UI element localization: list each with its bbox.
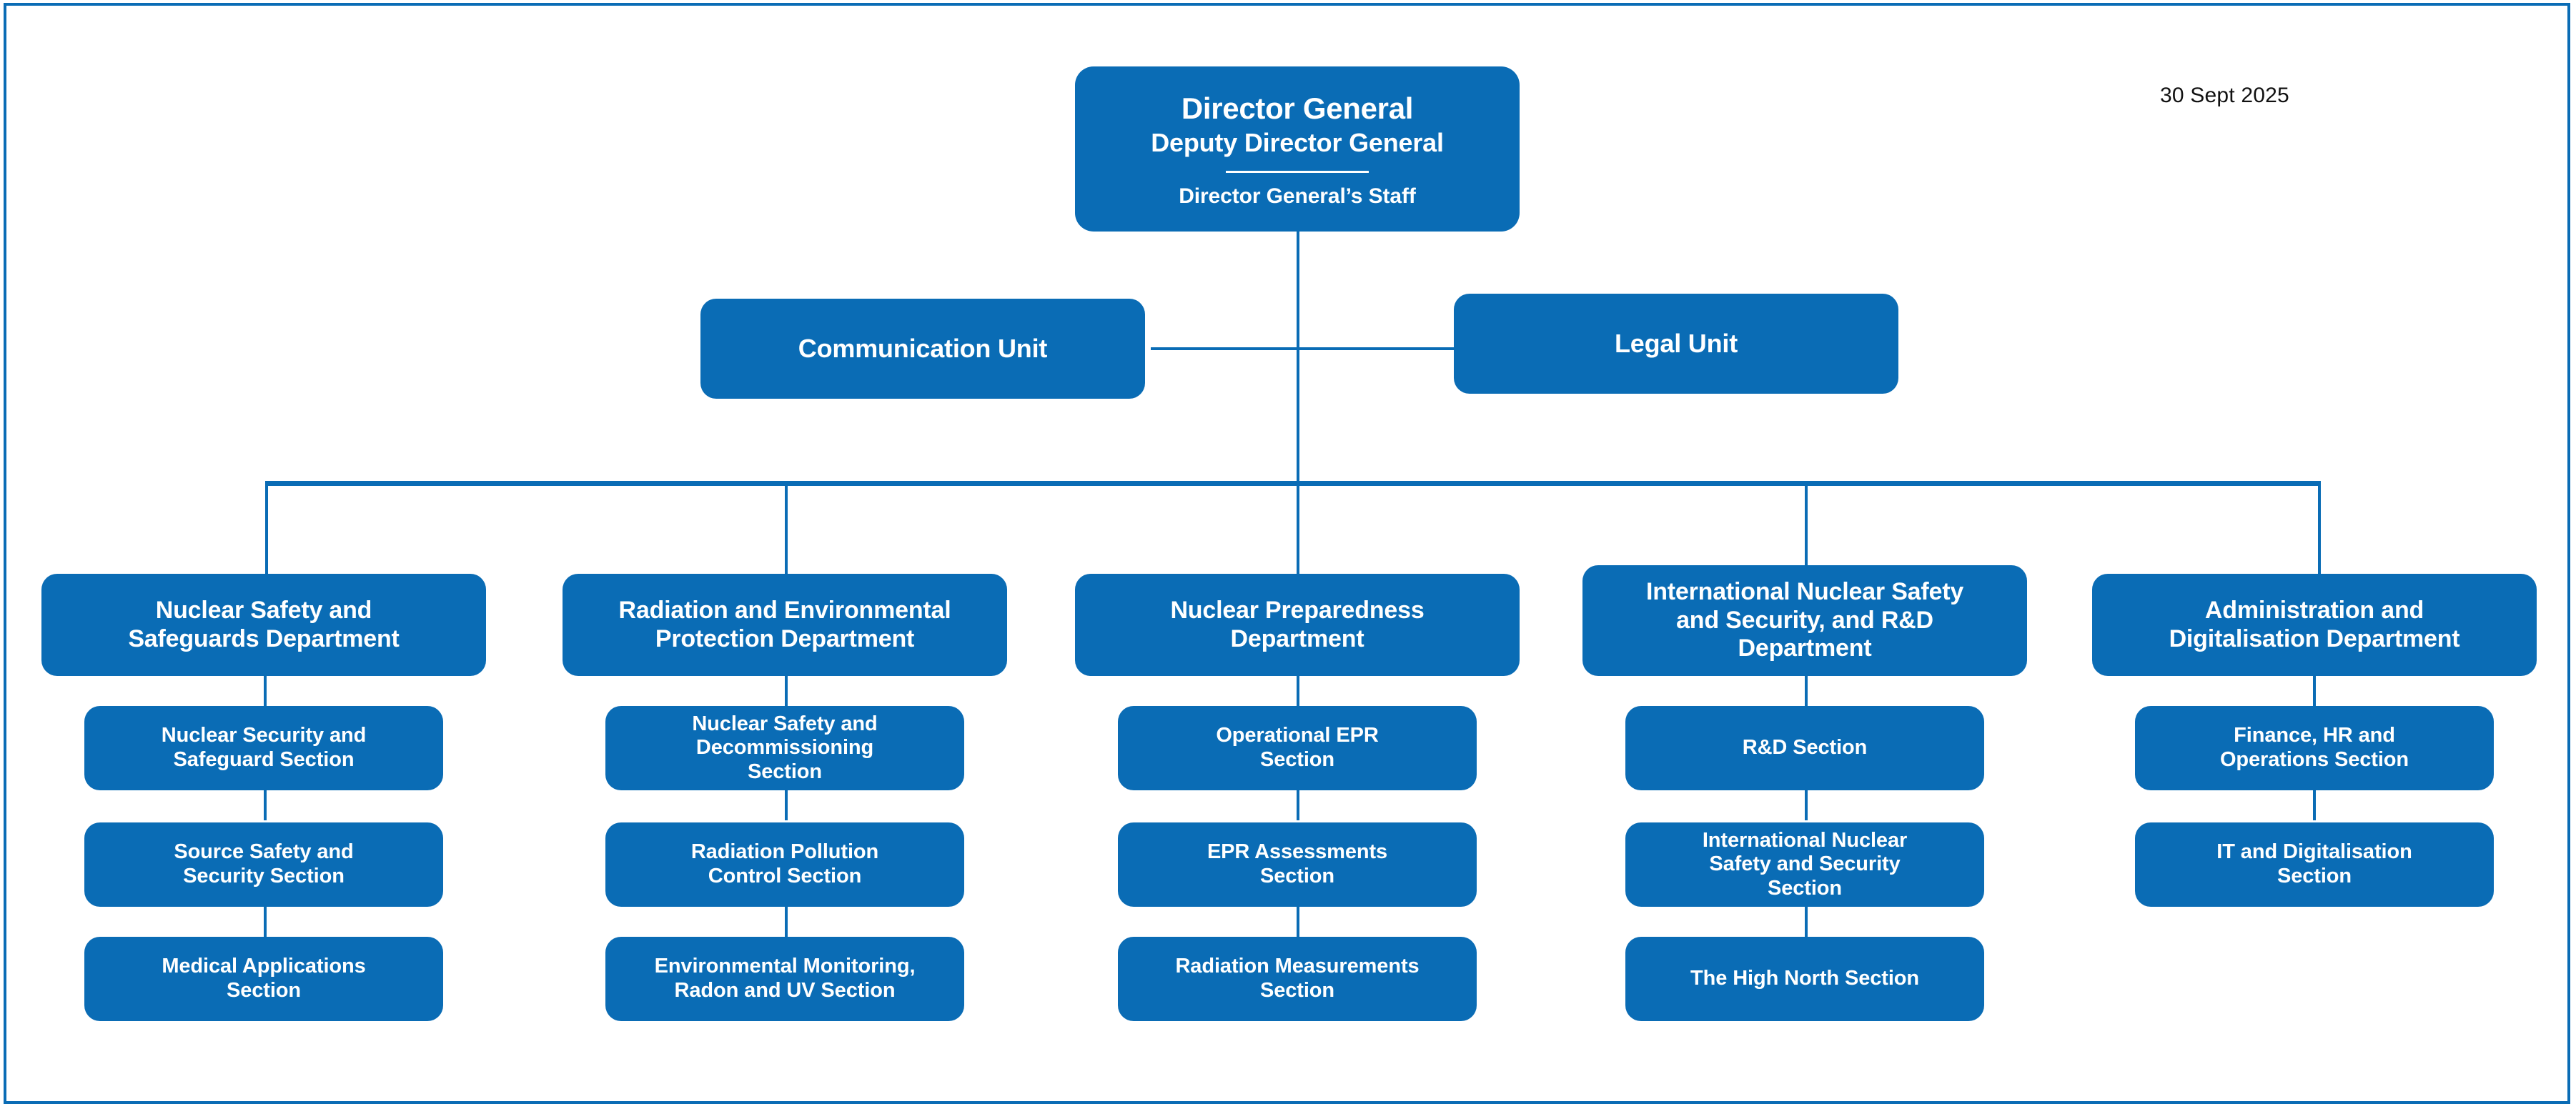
node-department-nuclear-preparedness[interactable]: Nuclear Preparedness Department: [1075, 574, 1520, 676]
node-section-radiation-measurements[interactable]: Radiation Measurements Section: [1118, 937, 1477, 1021]
section-name-line: Nuclear Security and: [161, 724, 367, 747]
node-department-nuclear-safety-safeguards[interactable]: Nuclear Safety and Safeguards Department: [41, 574, 486, 676]
section-name-line: Nuclear Safety and: [692, 712, 878, 735]
dept-name-line: Safeguards Department: [128, 625, 400, 652]
section-name-line: Control Section: [708, 865, 862, 887]
node-department-administration-digitalisation[interactable]: Administration and Digitalisation Depart…: [2092, 574, 2537, 676]
section-name-line: Radiation Measurements: [1175, 955, 1420, 978]
connector-dept1-sec3: [264, 907, 267, 937]
dept-name-line: and Security, and R&D: [1676, 606, 1933, 634]
node-section-operational-epr[interactable]: Operational EPR Section: [1118, 706, 1477, 790]
section-name-line: Environmental Monitoring,: [654, 955, 916, 978]
node-director-generals-staff: Director General’s Staff: [1179, 184, 1416, 208]
dept-name-line: Digitalisation Department: [2169, 625, 2460, 652]
connector-dept4-sec3: [1805, 907, 1808, 937]
section-name-line: The High North Section: [1690, 967, 1919, 990]
section-name-line: Section: [747, 760, 823, 783]
connector-dept-drop-1: [265, 481, 268, 575]
connector-dept2-sec3: [785, 907, 788, 937]
node-communication-unit-label: Communication Unit: [798, 334, 1048, 364]
dept-name-line: Nuclear Safety and: [155, 597, 372, 625]
node-section-rd[interactable]: R&D Section: [1625, 706, 1984, 790]
section-name-line: Section: [1767, 876, 1843, 900]
dept-name-line: Protection Department: [655, 625, 915, 652]
connector-units-horizontal: [1151, 347, 1454, 350]
section-name-line: IT and Digitalisation: [2216, 840, 2412, 864]
section-name-line: Section: [1259, 748, 1335, 771]
section-name-line: Medical Applications: [162, 955, 366, 978]
node-section-finance-hr-operations[interactable]: Finance, HR and Operations Section: [2135, 706, 2494, 790]
node-section-environmental-monitoring-radon-uv[interactable]: Environmental Monitoring, Radon and UV S…: [605, 937, 964, 1021]
connector-dept-drop-4: [1805, 481, 1808, 575]
section-name-line: Security Section: [183, 865, 345, 887]
dept-name-line: Department: [1738, 635, 1872, 662]
section-name-line: Radon and UV Section: [674, 979, 896, 1002]
section-name-line: Source Safety and: [174, 840, 354, 864]
section-name-line: Radiation Pollution: [690, 840, 879, 864]
dept-name-line: International Nuclear Safety: [1645, 578, 1964, 606]
node-director-general-title: Director General: [1181, 91, 1414, 126]
connector-dept1-sec1: [264, 676, 267, 706]
node-section-the-high-north[interactable]: The High North Section: [1625, 937, 1984, 1021]
node-legal-unit[interactable]: Legal Unit: [1454, 294, 1898, 394]
section-name-line: EPR Assessments: [1207, 840, 1388, 864]
section-name-line: International Nuclear: [1702, 828, 1908, 852]
section-name-line: Finance, HR and: [2234, 724, 2395, 747]
node-department-radiation-environmental-protection[interactable]: Radiation and Environmental Protection D…: [563, 574, 1007, 676]
node-communication-unit[interactable]: Communication Unit: [700, 299, 1145, 399]
node-section-radiation-pollution-control[interactable]: Radiation Pollution Control Section: [605, 822, 964, 907]
connector-dept2-sec2: [785, 790, 788, 820]
connector-dept-drop-5: [2318, 481, 2321, 575]
node-legal-unit-label: Legal Unit: [1614, 329, 1738, 359]
connector-dept3-sec2: [1297, 790, 1299, 820]
node-section-medical-applications[interactable]: Medical Applications Section: [84, 937, 443, 1021]
section-name-line: Section: [226, 979, 302, 1002]
node-section-nuclear-safety-decommissioning[interactable]: Nuclear Safety and Decommissioning Secti…: [605, 706, 964, 790]
connector-root-trunk: [1297, 231, 1299, 485]
node-section-source-safety-security[interactable]: Source Safety and Security Section: [84, 822, 443, 907]
node-department-international-nuclear-safety-security-rd[interactable]: International Nuclear Safety and Securit…: [1582, 565, 2027, 676]
node-section-nuclear-security-safeguard[interactable]: Nuclear Security and Safeguard Section: [84, 706, 443, 790]
divider-rule: [1226, 170, 1369, 173]
dept-name-line: Nuclear Preparedness: [1170, 597, 1425, 625]
section-name-line: Section: [2277, 865, 2352, 887]
dept-name-line: Department: [1230, 625, 1364, 652]
connector-dept-drop-3: [1297, 481, 1299, 575]
section-name-line: R&D Section: [1742, 736, 1868, 760]
connector-dept4-sec2: [1805, 790, 1808, 820]
node-director-general[interactable]: Director General Deputy Director General…: [1075, 66, 1520, 232]
dept-name-line: Administration and: [2204, 597, 2424, 625]
section-name-line: Section: [1259, 979, 1335, 1002]
dept-name-line: Radiation and Environmental: [618, 597, 951, 625]
connector-dept5-sec1: [2313, 676, 2316, 706]
section-name-line: Safety and Security: [1709, 852, 1901, 876]
connector-dept4-sec1: [1805, 676, 1808, 706]
section-name-line: Section: [1259, 865, 1335, 887]
section-name-line: Operational EPR: [1216, 724, 1379, 747]
connector-dept-drop-2: [785, 481, 788, 575]
connector-dept3-sec3: [1297, 907, 1299, 937]
section-name-line: Decommissioning: [695, 736, 874, 760]
section-name-line: Operations Section: [2219, 748, 2409, 771]
date-stamp: 30 Sept 2025: [2160, 84, 2289, 107]
section-name-line: Safeguard Section: [173, 748, 355, 771]
connector-dept3-sec1: [1297, 676, 1299, 706]
connector-departments-bus: [265, 481, 2321, 486]
node-section-international-nuclear-safety-security[interactable]: International Nuclear Safety and Securit…: [1625, 822, 1984, 907]
node-section-epr-assessments[interactable]: EPR Assessments Section: [1118, 822, 1477, 907]
node-section-it-digitalisation[interactable]: IT and Digitalisation Section: [2135, 822, 2494, 907]
connector-dept5-sec2: [2313, 790, 2316, 820]
connector-dept1-sec2: [264, 790, 267, 820]
connector-dept2-sec1: [785, 676, 788, 706]
node-deputy-director-general: Deputy Director General: [1151, 128, 1444, 158]
